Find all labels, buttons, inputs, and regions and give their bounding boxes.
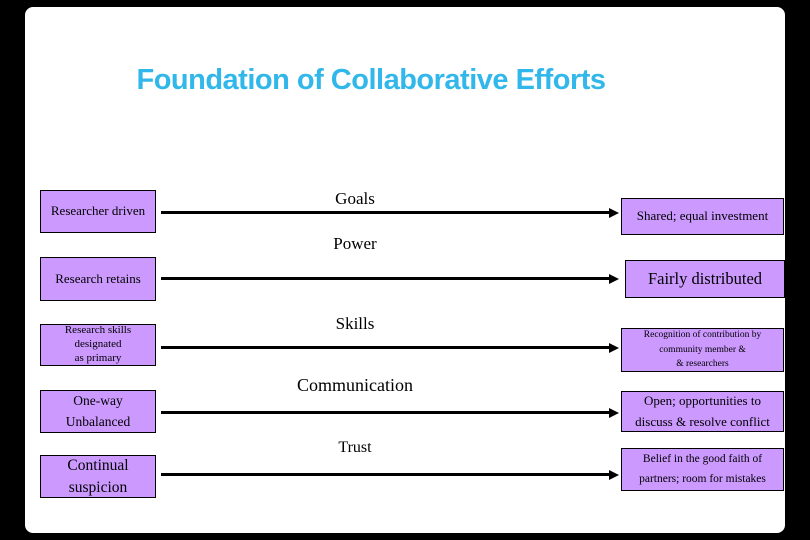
arrowhead-icon xyxy=(609,273,619,284)
arrow-skills xyxy=(161,342,619,353)
arrow-trust xyxy=(161,469,619,480)
left-box-skills: Research skills designated as primary xyxy=(40,324,156,366)
right-box-communication: Open; opportunities to discuss & resolve… xyxy=(621,391,784,432)
arrowhead-icon xyxy=(609,469,619,480)
right-box-skills: Recognition of contribution by community… xyxy=(621,328,784,372)
dimension-label-communication: Communication xyxy=(297,375,413,395)
right-box-trust: Belief in the good faith of partners; ro… xyxy=(621,448,784,491)
arrow-communication xyxy=(161,407,619,418)
dimension-label-goals: Goals xyxy=(335,189,375,208)
arrowhead-icon xyxy=(609,207,619,218)
left-box-trust: Continual suspicion xyxy=(40,455,156,498)
dimension-label-trust: Trust xyxy=(338,439,372,456)
right-box-goals: Shared; equal investment xyxy=(621,198,784,235)
right-box-power: Fairly distributed xyxy=(625,260,785,298)
left-box-communication: One-way Unbalanced xyxy=(40,390,156,433)
left-box-goals: Researcher driven xyxy=(40,190,156,233)
dimension-label-power: Power xyxy=(333,234,377,253)
left-box-power: Research retains xyxy=(40,257,156,301)
arrowhead-icon xyxy=(609,342,619,353)
arrow-goals xyxy=(161,207,619,218)
arrow-power xyxy=(161,273,619,284)
slide-title: Foundation of Collaborative Efforts xyxy=(136,64,606,96)
arrowhead-icon xyxy=(609,407,619,418)
dimension-label-skills: Skills xyxy=(335,314,375,333)
